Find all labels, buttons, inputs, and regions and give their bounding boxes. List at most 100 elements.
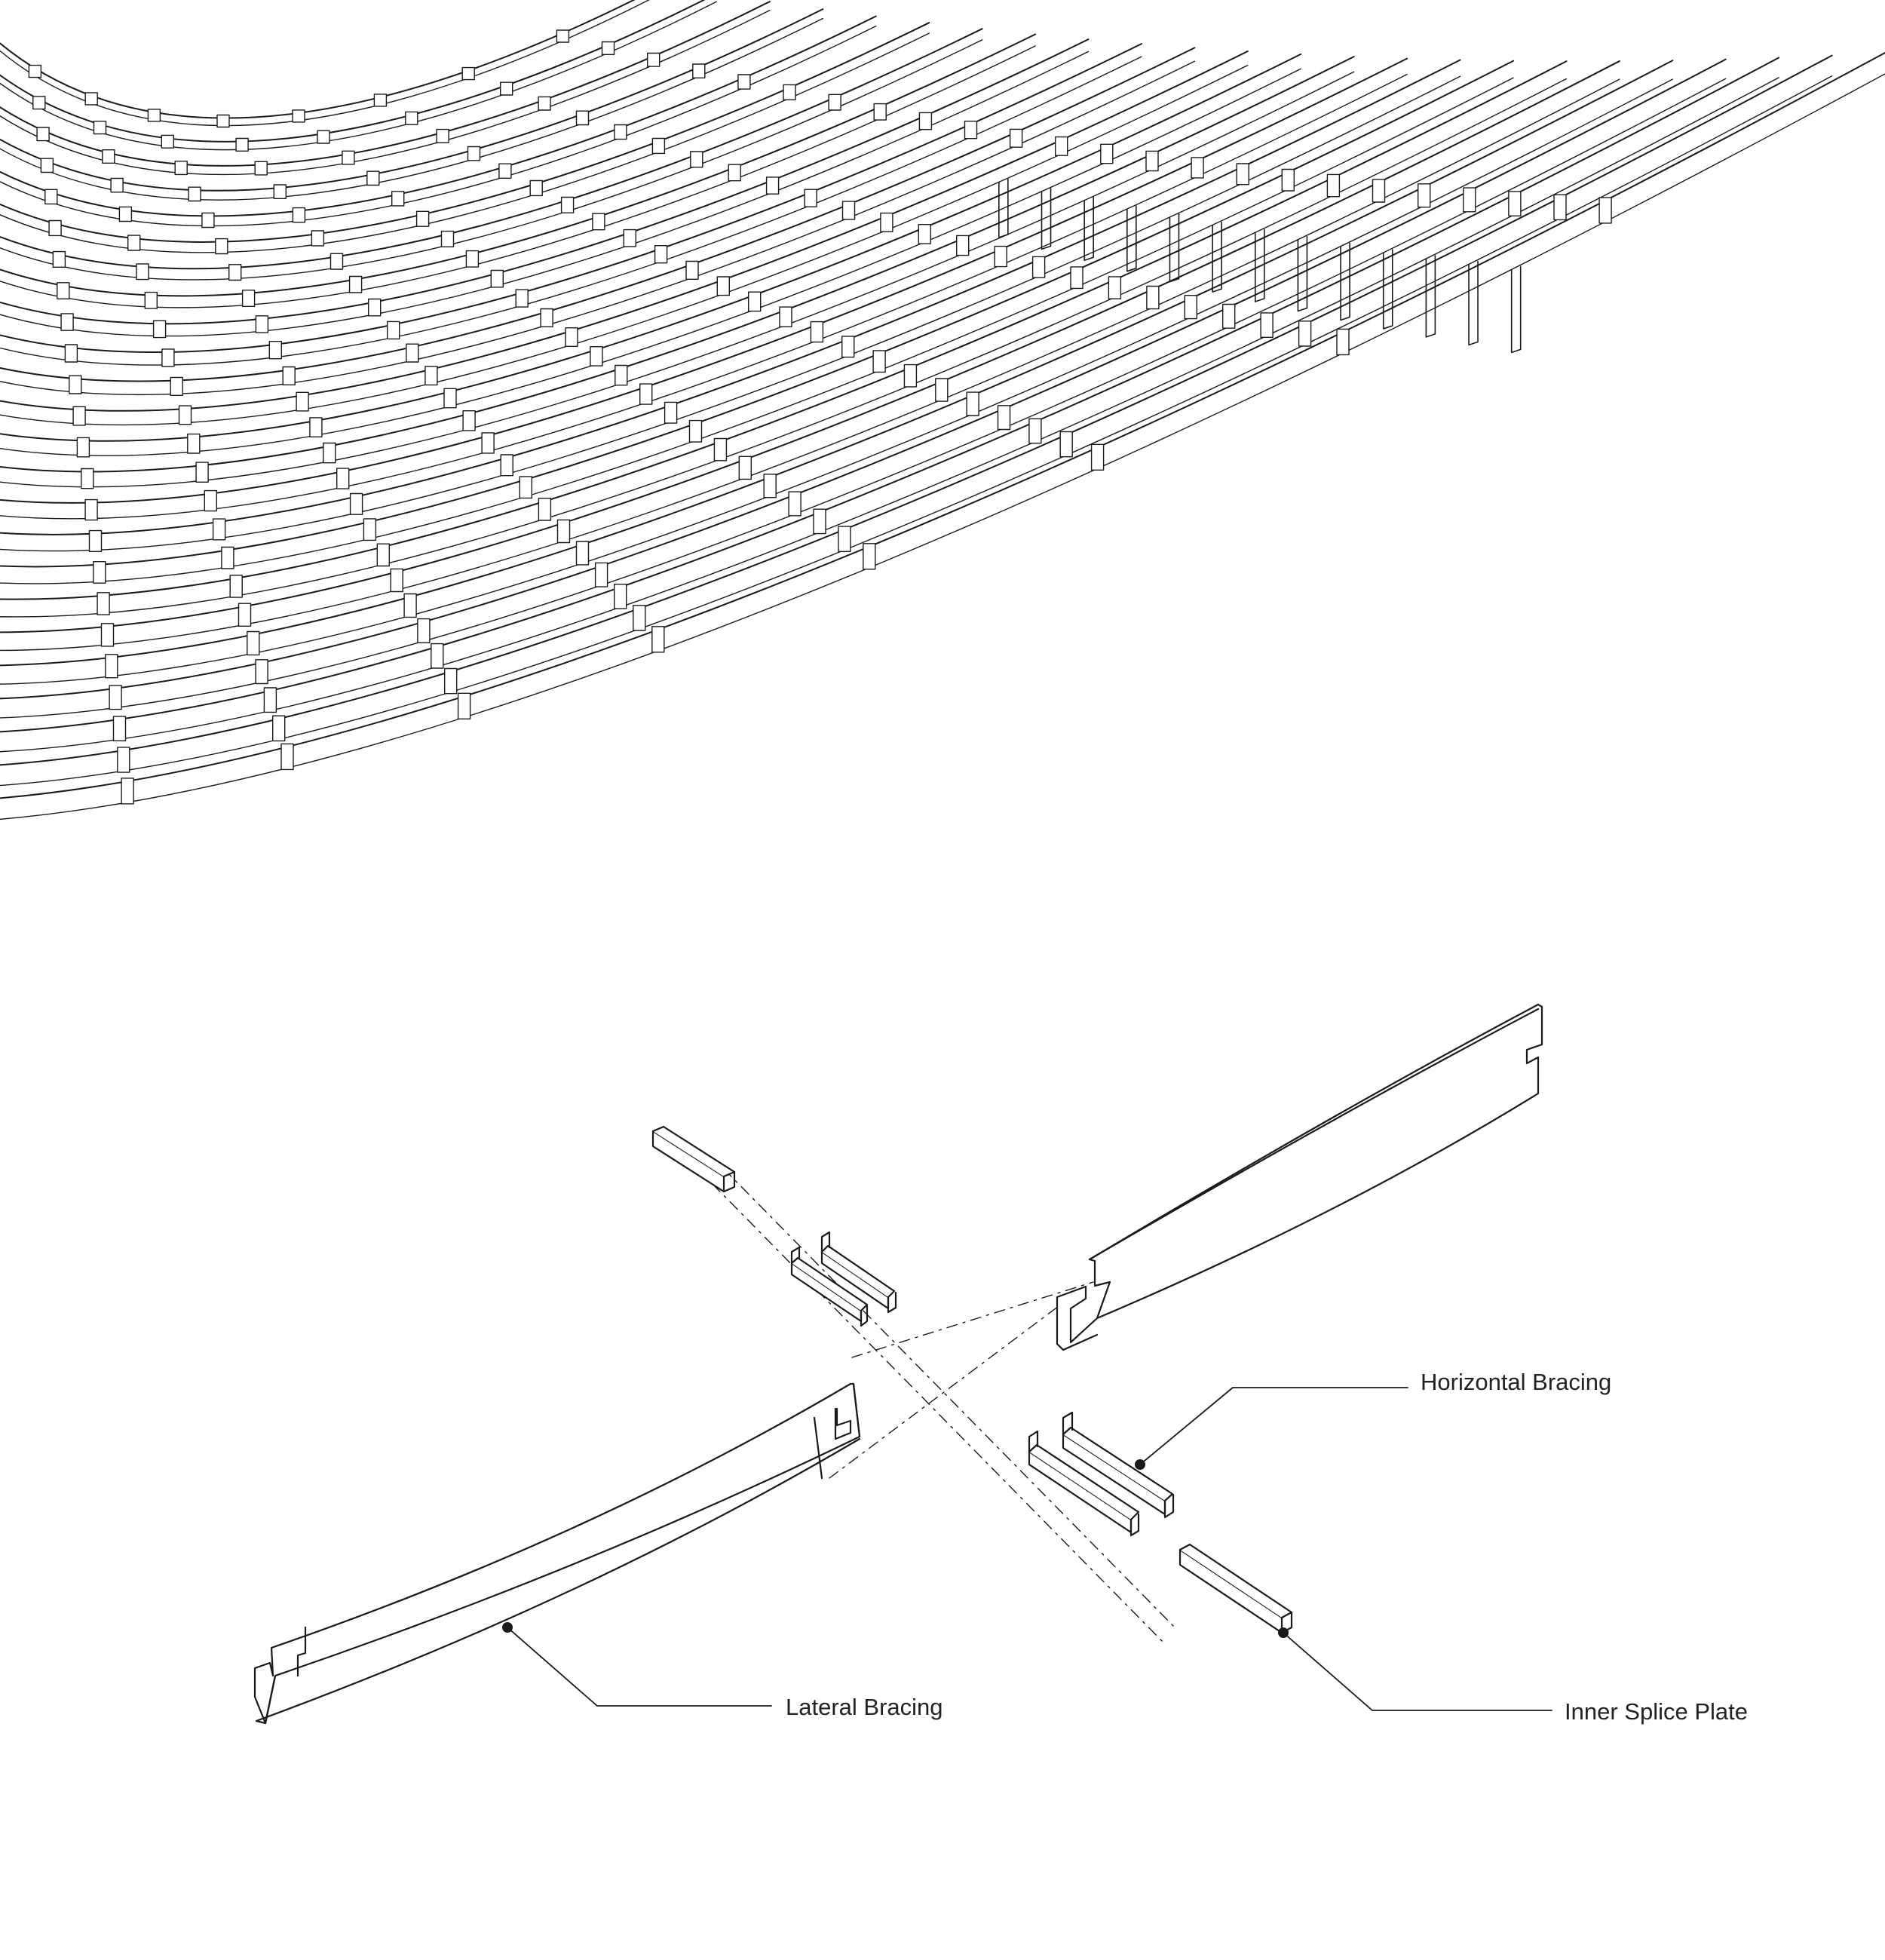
rib-connector — [1031, 256, 1046, 278]
rib-connector — [873, 103, 887, 121]
rib-lower-edge — [0, 60, 1196, 396]
rib-lower-edge — [0, 75, 1461, 552]
rib-connector — [716, 276, 730, 296]
rib-connector — [1221, 303, 1236, 329]
rib-connector — [366, 170, 380, 186]
rib-lower-edge — [0, 17, 823, 201]
rib-upper-edge — [0, 60, 1674, 667]
rib-connector — [174, 161, 188, 176]
rib-connector — [161, 348, 175, 367]
rib-upper-edge — [0, 57, 1780, 733]
rib-connector — [342, 150, 355, 165]
rib-lower-edge — [0, 25, 877, 227]
rib-lower-edge — [0, 0, 650, 127]
leader-lateral-bracing — [507, 1627, 772, 1707]
rib-connector — [690, 151, 703, 168]
rib-connector — [390, 568, 403, 593]
rib-connector — [247, 630, 260, 656]
rib-connector — [1100, 143, 1114, 164]
rib-connector — [323, 442, 336, 464]
rib-connector — [368, 298, 382, 317]
rib-connector — [93, 561, 106, 584]
lateral-bracing-upper — [1056, 1003, 1543, 1351]
rib-connector — [109, 685, 122, 710]
rib-connector — [647, 52, 661, 67]
rib-connector — [147, 109, 161, 122]
rib-connector — [737, 74, 751, 90]
rib-fascia-panel — [1041, 188, 1052, 250]
curved-rib-array — [0, 0, 1885, 821]
inner-splice-plate-lower — [1179, 1543, 1293, 1634]
rib-connector — [654, 245, 668, 264]
rib-connector — [838, 526, 851, 552]
rib-connector — [633, 605, 646, 631]
rib-connector — [268, 341, 282, 360]
rib-connector — [102, 149, 115, 164]
leader-inner-splice-plate — [1283, 1632, 1552, 1711]
rib-connector — [783, 84, 796, 101]
rib-upper-edge — [0, 50, 1249, 412]
rib-connector — [280, 743, 294, 771]
rib-connector — [538, 498, 552, 521]
rib-connector — [713, 437, 728, 462]
rib-connector — [1508, 191, 1522, 216]
leader-horizontal-bracing — [1139, 1387, 1408, 1465]
rib-lower-edge — [0, 71, 1355, 488]
rib-connector — [363, 518, 377, 541]
rib-connector — [1326, 173, 1341, 198]
rib-lower-edge — [0, 78, 1568, 618]
rib-connector — [1070, 266, 1083, 290]
leader-dot-horizontal-bracing — [1135, 1459, 1145, 1470]
rib-lower-edge — [0, 78, 1620, 652]
rib-connector — [872, 350, 886, 373]
rib-connector — [515, 289, 529, 308]
rib-connector — [36, 127, 50, 142]
rib-connector — [601, 41, 615, 55]
rib-connector — [556, 519, 571, 544]
rib-connector — [918, 112, 933, 130]
rib-connector — [688, 419, 703, 443]
inner-splice-plate-upper — [651, 1125, 736, 1193]
label-inner-splice-plate: Inner Splice Plate — [1565, 1698, 1748, 1725]
rib-connector — [481, 432, 495, 454]
rib-upper-edge — [0, 60, 1514, 568]
rib-connector — [575, 541, 590, 566]
rib-upper-edge — [0, 59, 1461, 535]
rib-connector — [462, 410, 476, 431]
rib-connector — [1281, 168, 1295, 192]
rib-upper-edge — [0, 47, 1196, 382]
rib-connector — [212, 518, 226, 541]
rib-connector — [229, 575, 243, 598]
rib-connector — [651, 137, 666, 155]
rib-connector — [127, 235, 141, 251]
rib-connector — [235, 137, 249, 152]
callout-labels: Horizontal Bracing Lateral Bracing Inner… — [786, 1369, 1748, 1725]
rib-connector — [254, 161, 268, 176]
rib-connector — [1298, 321, 1312, 347]
rib-lower-edge — [0, 77, 1514, 584]
rib-connector — [763, 474, 777, 498]
rib-connector — [529, 179, 543, 197]
rib-connector — [498, 163, 512, 179]
rib-connector — [97, 592, 110, 615]
rib-upper-edge — [0, 33, 1037, 297]
rib-connector — [1059, 431, 1073, 458]
rib-connector — [966, 391, 979, 416]
rib-connector — [431, 643, 444, 669]
rib-connector — [201, 212, 215, 229]
rib-connector — [841, 201, 856, 220]
rib-connector — [221, 546, 234, 569]
rib-fascia-panel — [1212, 221, 1222, 293]
rib-connector — [405, 111, 418, 125]
rib-connector — [403, 593, 417, 618]
rib-upper-edge — [0, 53, 1302, 442]
rib-upper-edge — [0, 8, 824, 192]
rib-connector — [728, 164, 741, 182]
rib-connector — [255, 659, 268, 685]
rib-fascia-panel — [1126, 205, 1137, 272]
rib-connector — [592, 213, 605, 231]
rib-connector — [465, 250, 480, 268]
rib-connector — [178, 405, 192, 425]
rib-connector — [292, 207, 306, 223]
